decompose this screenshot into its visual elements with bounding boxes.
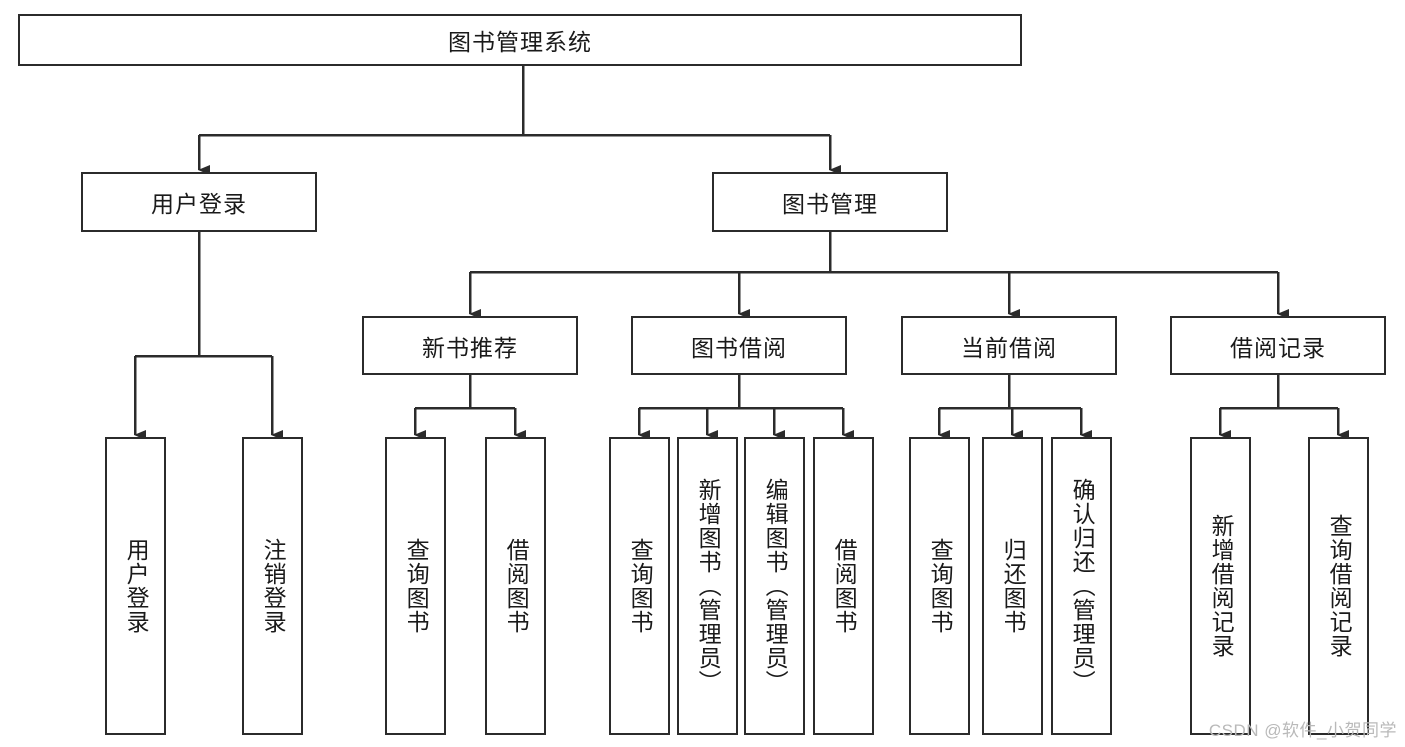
node-book-manage[interactable]: 图书管理 xyxy=(712,172,948,232)
node-current-borrow[interactable]: 当前借阅 xyxy=(901,316,1117,375)
node-leaf-add-borrow-record[interactable]: 新增借阅记录 xyxy=(1190,437,1251,735)
node-new-book-recommend[interactable]: 新书推荐 xyxy=(362,316,578,375)
node-leaf-user-login[interactable]: 用户登录 xyxy=(105,437,166,735)
node-leaf-borrow-book-2[interactable]: 借阅图书 xyxy=(813,437,874,735)
node-user-login-label: 用户登录 xyxy=(151,191,247,217)
node-leaf-add-borrow-record-label: 新增借阅记录 xyxy=(1208,514,1235,658)
node-root-label: 图书管理系统 xyxy=(448,29,592,55)
csdn-watermark: CSDN @软件_小贺同学 xyxy=(1208,721,1397,740)
node-leaf-add-book-admin[interactable]: 新增图书（管理员） xyxy=(677,437,738,735)
node-leaf-query-borrow-record-label: 查询借阅记录 xyxy=(1326,514,1353,658)
node-leaf-user-logout-label: 注销登录 xyxy=(260,538,287,634)
node-leaf-return-book-label: 归还图书 xyxy=(1000,538,1027,634)
node-leaf-query-book-1[interactable]: 查询图书 xyxy=(385,437,446,735)
node-leaf-borrow-book-1[interactable]: 借阅图书 xyxy=(485,437,546,735)
node-leaf-query-book-2[interactable]: 查询图书 xyxy=(609,437,670,735)
node-leaf-confirm-return-admin-label: 确认归还（管理员） xyxy=(1069,478,1096,694)
node-new-book-recommend-label: 新书推荐 xyxy=(422,334,518,361)
node-root[interactable]: 图书管理系统 xyxy=(18,14,1022,66)
node-leaf-borrow-book-1-label: 借阅图书 xyxy=(503,538,530,634)
node-leaf-confirm-return-admin[interactable]: 确认归还（管理员） xyxy=(1051,437,1112,735)
node-borrow-record-label: 借阅记录 xyxy=(1230,334,1326,361)
node-leaf-borrow-book-2-label: 借阅图书 xyxy=(831,538,858,634)
node-current-borrow-label: 当前借阅 xyxy=(961,334,1057,361)
node-leaf-return-book[interactable]: 归还图书 xyxy=(982,437,1043,735)
node-leaf-query-book-2-label: 查询图书 xyxy=(627,538,654,634)
node-book-manage-label: 图书管理 xyxy=(782,191,878,217)
node-book-borrow[interactable]: 图书借阅 xyxy=(631,316,847,375)
node-leaf-edit-book-admin-label: 编辑图书（管理员） xyxy=(762,478,789,694)
node-borrow-record[interactable]: 借阅记录 xyxy=(1170,316,1386,375)
node-leaf-user-logout[interactable]: 注销登录 xyxy=(242,437,303,735)
node-leaf-add-book-admin-label: 新增图书（管理员） xyxy=(695,478,722,694)
node-user-login[interactable]: 用户登录 xyxy=(81,172,317,232)
node-leaf-edit-book-admin[interactable]: 编辑图书（管理员） xyxy=(744,437,805,735)
node-leaf-query-book-3-label: 查询图书 xyxy=(927,538,954,634)
node-leaf-query-book-3[interactable]: 查询图书 xyxy=(909,437,970,735)
node-leaf-user-login-label: 用户登录 xyxy=(123,538,150,634)
node-leaf-query-borrow-record[interactable]: 查询借阅记录 xyxy=(1308,437,1369,735)
node-book-borrow-label: 图书借阅 xyxy=(691,334,787,361)
node-leaf-query-book-1-label: 查询图书 xyxy=(403,538,430,634)
